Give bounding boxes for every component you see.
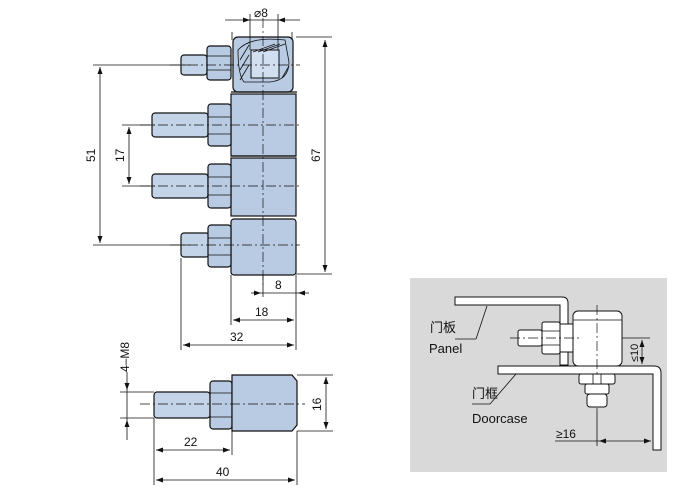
dim-length-top: 32 bbox=[230, 330, 244, 344]
top-knuckle bbox=[231, 36, 297, 93]
dim-offset-small: 8 bbox=[275, 278, 282, 292]
dim-pitch-outer: 51 bbox=[84, 148, 98, 162]
side-view bbox=[140, 374, 305, 432]
dim-thread: 4–M8 bbox=[118, 342, 132, 372]
label-panel-cn: 门板 bbox=[430, 320, 456, 335]
installation-inset: ≤10 ≥16 门板 Panel 门框 Doorcase bbox=[410, 278, 667, 472]
knuckle-4 bbox=[230, 218, 297, 276]
front-view bbox=[140, 18, 300, 285]
stud-4 bbox=[180, 224, 232, 268]
side-dimensions: 4–M8 16 22 40 bbox=[118, 342, 333, 485]
dim-pitch-inner: 17 bbox=[113, 148, 127, 162]
label-panel-en: Panel bbox=[429, 341, 462, 356]
dim-offset-medium: 18 bbox=[255, 305, 269, 319]
label-doorcase-en: Doorcase bbox=[472, 411, 528, 426]
stud-1 bbox=[180, 45, 232, 81]
dim-height-overall: 67 bbox=[309, 148, 323, 162]
label-doorcase-cn: 门框 bbox=[472, 386, 498, 401]
dim-stud-length: 22 bbox=[184, 435, 198, 449]
knuckle-3 bbox=[230, 157, 297, 217]
dim-length-side: 40 bbox=[216, 465, 230, 479]
dim-bore-diameter: ⌀8 bbox=[254, 6, 268, 20]
inset-background bbox=[410, 278, 667, 472]
dim-block-height: 16 bbox=[310, 397, 324, 411]
front-dimensions: ⌀8 67 51 17 8 18 32 bbox=[84, 6, 332, 350]
dim-gap-max: ≤10 bbox=[629, 344, 641, 362]
dim-clearance-min: ≥16 bbox=[556, 427, 576, 441]
